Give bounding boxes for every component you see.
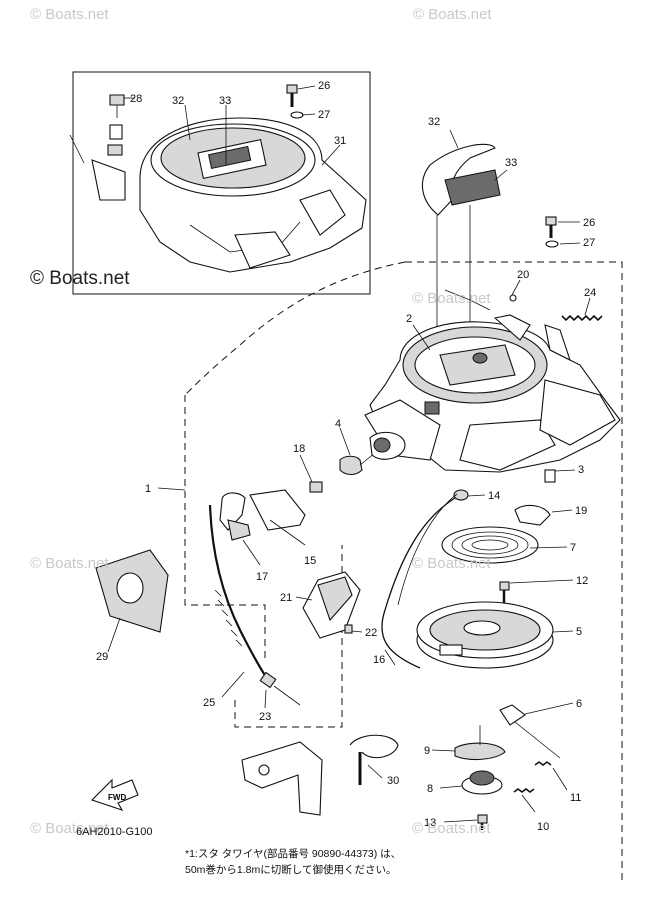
watermark: © Boats.net xyxy=(30,555,109,572)
callout-11: 11 xyxy=(570,792,581,804)
callout-inset-32: 32 xyxy=(172,95,184,107)
watermark: © Boats.net xyxy=(412,555,491,572)
bolt-13 xyxy=(443,814,488,830)
footnote: *1:スタ タワイヤ(部品番号 90890-44373) は、 50m巻から1.… xyxy=(185,846,485,878)
spring-11 xyxy=(514,721,568,791)
footnote-line-1: *1:スタ タワイヤ(部品番号 90890-44373) は、 xyxy=(185,848,402,860)
spring-10 xyxy=(513,788,536,813)
starter-handle-4 xyxy=(339,427,406,476)
sheave-drum-5 xyxy=(416,601,574,669)
spiral-spring-7 xyxy=(441,526,568,564)
cover-plate-29 xyxy=(95,549,169,653)
stopper-17 xyxy=(219,492,261,566)
callout-30: 30 xyxy=(387,775,399,787)
callout-2: 2 xyxy=(406,313,412,325)
starter-rope xyxy=(381,489,486,669)
callout-12: 12 xyxy=(576,575,588,587)
pawl-6 xyxy=(499,702,574,726)
callout-main-32: 32 xyxy=(428,116,440,128)
callout-inset-33: 33 xyxy=(219,95,231,107)
callout-21: 21 xyxy=(280,592,292,604)
callout-25: 25 xyxy=(203,697,215,709)
stopper-15 xyxy=(249,489,306,546)
callout-main-33: 33 xyxy=(505,157,517,169)
callout-3: 3 xyxy=(578,464,584,476)
callout-18: 18 xyxy=(293,443,305,455)
callout-10: 10 xyxy=(537,821,549,833)
fwd-arrow-icon: FWD xyxy=(90,778,139,811)
watermark: © Boats.net xyxy=(413,6,492,23)
part-18 xyxy=(299,454,323,493)
callout-23: 23 xyxy=(259,711,271,723)
callout-inset-31: 31 xyxy=(334,135,346,147)
callout-16: 16 xyxy=(373,654,385,666)
pawl-9 xyxy=(431,725,506,761)
cam-19 xyxy=(514,504,573,526)
callout-main-26: 26 xyxy=(583,217,595,229)
cable-25 xyxy=(208,504,301,709)
callout-15: 15 xyxy=(304,555,316,567)
spring-24 xyxy=(561,297,603,322)
callout-14: 14 xyxy=(488,490,500,502)
fwd-label: FWD xyxy=(108,793,126,802)
callout-main-27: 27 xyxy=(583,237,595,249)
bolt-12 xyxy=(499,579,574,605)
diagram-code: 6AH2010-G100 xyxy=(76,826,153,838)
callout-22: 22 xyxy=(365,627,377,639)
clip-30 xyxy=(349,734,399,785)
callout-13: 13 xyxy=(424,817,436,829)
watermark: © Boats.net xyxy=(412,290,491,307)
callout-29: 29 xyxy=(96,651,108,663)
callout-inset-28: 28 xyxy=(130,93,142,105)
watermark: © Boats.net xyxy=(30,6,109,23)
footnote-line-2: 50m巻から1.8mに切断して御使用ください。 xyxy=(185,864,397,876)
callout-1: 1 xyxy=(145,483,151,495)
inset-assembly-box xyxy=(69,71,371,295)
plate-8 xyxy=(439,770,503,795)
collar-3 xyxy=(544,469,576,483)
callout-8: 8 xyxy=(427,783,433,795)
callout-19: 19 xyxy=(575,505,587,517)
callout-inset-26: 26 xyxy=(318,80,330,92)
callout-5: 5 xyxy=(576,626,582,638)
callout-6: 6 xyxy=(576,698,582,710)
main-assembly-outline xyxy=(184,261,623,880)
callout-20: 20 xyxy=(517,269,529,281)
callout-17: 17 xyxy=(256,571,268,583)
callout-9: 9 xyxy=(424,745,430,757)
bracket-21 xyxy=(295,571,363,639)
callout-24: 24 xyxy=(584,287,596,299)
callout-4: 4 xyxy=(335,418,341,430)
watermark-main: © Boats.net xyxy=(30,268,130,289)
watermark: © Boats.net xyxy=(412,820,491,837)
watermark: © Boats.net xyxy=(30,820,109,837)
callout-inset-27: 27 xyxy=(318,109,330,121)
bolt-26 xyxy=(545,216,581,248)
decal-32 xyxy=(421,129,508,355)
bottom-bracket xyxy=(241,741,323,816)
lever-20 xyxy=(444,279,571,362)
callout-labels: 28 32 33 26 27 31 32 33 26 27 20 24 2 4 … xyxy=(96,80,596,833)
callout-7: 7 xyxy=(570,542,576,554)
